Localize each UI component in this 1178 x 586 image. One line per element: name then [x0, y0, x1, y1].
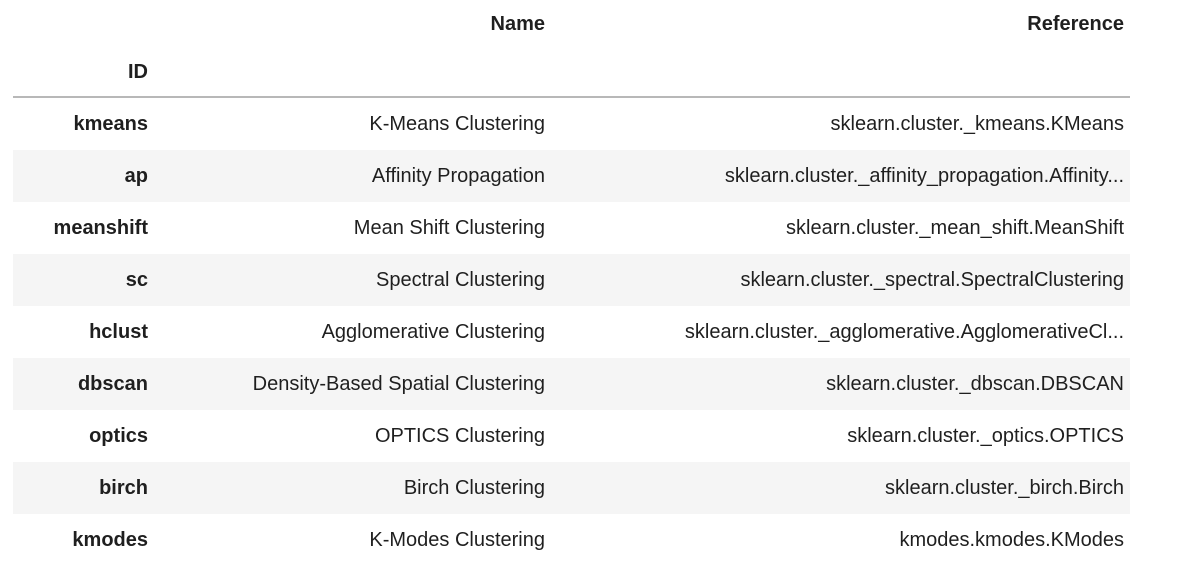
- reference-cell: sklearn.cluster._kmeans.KMeans: [830, 113, 1124, 135]
- blank-cell: [154, 48, 551, 97]
- table-row: kmeans K-Means Clustering sklearn.cluste…: [13, 97, 1130, 150]
- reference-cell: sklearn.cluster._agglomerative.Agglomera…: [684, 321, 1124, 343]
- row-id-cell: birch: [99, 477, 148, 499]
- name-cell: OPTICS Clustering: [374, 425, 545, 447]
- row-id-cell: kmodes: [72, 529, 148, 551]
- column-header-name: Name: [154, 0, 551, 48]
- column-header-row: Name Reference: [13, 0, 1130, 48]
- row-id-cell: hclust: [89, 321, 148, 343]
- reference-cell: sklearn.cluster._birch.Birch: [885, 477, 1124, 499]
- name-cell: Affinity Propagation: [371, 165, 545, 187]
- dataframe-table: Name Reference ID kmeans K-Means Cluster…: [13, 0, 1130, 566]
- reference-cell: sklearn.cluster._spectral.SpectralCluste…: [740, 269, 1124, 291]
- table-row: kmodes K-Modes Clustering kmodes.kmodes.…: [13, 514, 1130, 566]
- name-cell: Agglomerative Clustering: [321, 321, 545, 343]
- table-header: Name Reference ID: [13, 0, 1130, 97]
- table-row: hclust Agglomerative Clustering sklearn.…: [13, 306, 1130, 358]
- reference-cell: sklearn.cluster._optics.OPTICS: [847, 425, 1124, 447]
- table-row: ap Affinity Propagation sklearn.cluster.…: [13, 150, 1130, 202]
- reference-cell: kmodes.kmodes.KModes: [899, 529, 1124, 551]
- table-row: optics OPTICS Clustering sklearn.cluster…: [13, 410, 1130, 462]
- table-row: dbscan Density-Based Spatial Clustering …: [13, 358, 1130, 410]
- table-body: kmeans K-Means Clustering sklearn.cluste…: [13, 97, 1130, 566]
- name-cell: Spectral Clustering: [376, 269, 545, 291]
- name-cell: K-Means Clustering: [369, 113, 545, 135]
- name-cell: K-Modes Clustering: [369, 529, 545, 551]
- index-name-label: ID: [13, 48, 154, 97]
- name-cell: Mean Shift Clustering: [353, 217, 545, 239]
- column-header-reference: Reference: [551, 0, 1130, 48]
- row-id-cell: meanshift: [53, 217, 148, 239]
- row-id-cell: sc: [125, 269, 148, 291]
- reference-cell: sklearn.cluster._mean_shift.MeanShift: [786, 217, 1124, 239]
- reference-cell: sklearn.cluster._affinity_propagation.Af…: [724, 165, 1124, 187]
- table-row: birch Birch Clustering sklearn.cluster._…: [13, 462, 1130, 514]
- row-id-cell: kmeans: [73, 113, 149, 135]
- index-name-row: ID: [13, 48, 1130, 97]
- row-id-cell: dbscan: [77, 373, 148, 395]
- dataframe-output: Name Reference ID kmeans K-Means Cluster…: [13, 0, 1130, 566]
- blank-cell: [551, 48, 1130, 97]
- name-cell: Density-Based Spatial Clustering: [252, 373, 545, 395]
- table-row: meanshift Mean Shift Clustering sklearn.…: [13, 202, 1130, 254]
- reference-cell: sklearn.cluster._dbscan.DBSCAN: [826, 373, 1124, 395]
- blank-index-header: [13, 0, 154, 48]
- name-cell: Birch Clustering: [403, 477, 545, 499]
- row-id-cell: ap: [124, 165, 148, 187]
- table-row: sc Spectral Clustering sklearn.cluster._…: [13, 254, 1130, 306]
- row-id-cell: optics: [89, 425, 148, 447]
